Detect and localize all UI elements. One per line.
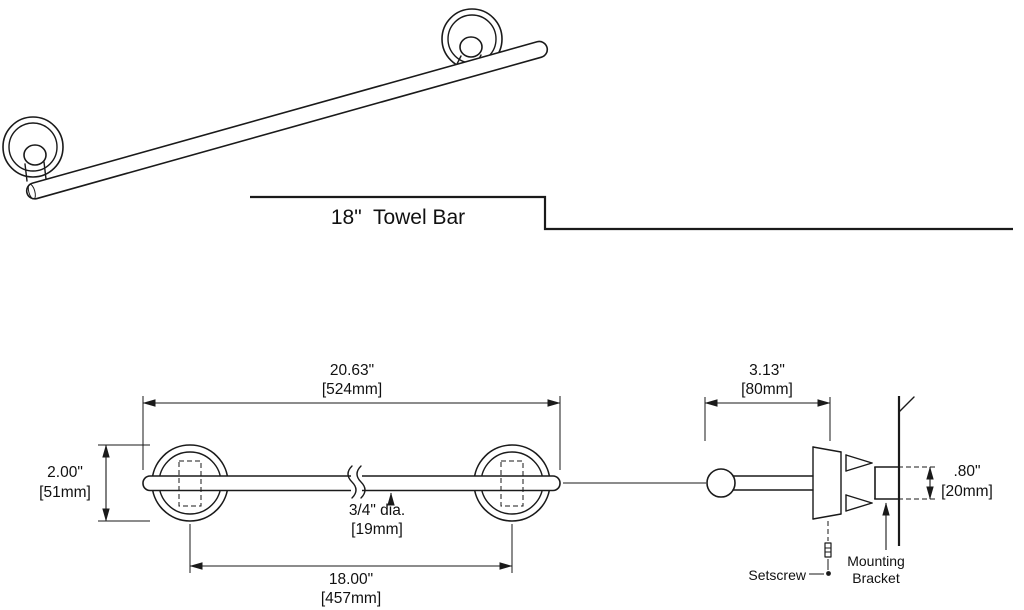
screw-icon xyxy=(845,454,873,472)
setscrew-body xyxy=(824,542,832,558)
dim-text-inches: 18.00" xyxy=(329,571,373,588)
dim-text-inches: 3.13" xyxy=(749,362,785,379)
dim-bar-diameter: 3/4" dia. [19mm] xyxy=(349,492,405,538)
flange-perspective-right xyxy=(441,8,503,70)
post-edge xyxy=(24,163,28,182)
screw-taper xyxy=(845,502,873,512)
wall-hatch xyxy=(898,396,915,413)
setscrew-symbol xyxy=(809,521,832,576)
bar-section-circle xyxy=(706,468,736,498)
dim-text-inches: 2.00" xyxy=(47,464,83,481)
setscrew-label: Setscrew xyxy=(748,567,806,583)
dim-text-inches: .80" xyxy=(953,463,980,480)
screw-icon xyxy=(845,494,873,512)
mounting-bracket-label-line2: Bracket xyxy=(852,570,900,586)
dim-text-mm: [51mm] xyxy=(39,484,91,501)
flange-hub xyxy=(23,144,47,166)
flange-hub xyxy=(459,36,483,58)
dim-text-mm: [19mm] xyxy=(351,521,403,538)
title-block: 18" Towel Bar xyxy=(250,195,1013,231)
hidden-bracket-left xyxy=(178,460,202,507)
flange-taper-edge xyxy=(812,513,842,520)
dim-flange-height: 2.00" [51mm] xyxy=(39,444,150,522)
flange-taper-edge xyxy=(812,446,842,453)
flange-side-profile xyxy=(812,446,842,520)
mounting-bracket-label: Mounting Bracket xyxy=(847,502,905,586)
dim-text-mm: [457mm] xyxy=(321,590,381,607)
dim-text-inches: 3/4" dia. xyxy=(349,502,405,519)
mounting-bracket-profile xyxy=(874,466,900,500)
break-wave xyxy=(356,465,366,499)
bar-body xyxy=(25,40,549,200)
front-view: 20.63" [524mm] 2.00" [51mm] 3/4" dia. [1… xyxy=(39,362,706,607)
break-wave xyxy=(347,465,357,499)
screw-taper xyxy=(845,494,873,504)
screw-taper xyxy=(845,462,873,472)
dim-bracket-diameter: .80" [20mm] xyxy=(874,463,993,500)
break-mask xyxy=(351,470,362,493)
dim-center-distance: 18.00" [457mm] xyxy=(189,524,513,607)
screw-taper xyxy=(845,454,873,464)
dim-projection: 3.13" [80mm] xyxy=(704,362,831,441)
mounting-bracket-label-line1: Mounting xyxy=(847,553,905,569)
hidden-bracket-right xyxy=(500,460,524,507)
drawing-title: 18" Towel Bar xyxy=(331,206,465,229)
dim-text-inches: 20.63" xyxy=(330,362,374,379)
break-symbol xyxy=(347,465,366,499)
side-view: 3.13" [80mm] .80" [20mm] Setscrew Mounti… xyxy=(704,362,993,586)
title-divider xyxy=(250,195,1013,231)
flange-perspective-left xyxy=(2,116,64,182)
dim-text-mm: [524mm] xyxy=(322,381,382,398)
dim-overall-width: 20.63" [524mm] xyxy=(142,362,561,470)
post-edge xyxy=(43,161,47,180)
towel-bar-perspective xyxy=(25,40,549,200)
perspective-view xyxy=(2,8,549,200)
dim-text-mm: [20mm] xyxy=(941,483,993,500)
bar-end-cap xyxy=(27,183,36,200)
dim-text-mm: [80mm] xyxy=(741,381,793,398)
flange-inner-ring xyxy=(8,122,58,172)
leader-dot xyxy=(826,571,831,576)
